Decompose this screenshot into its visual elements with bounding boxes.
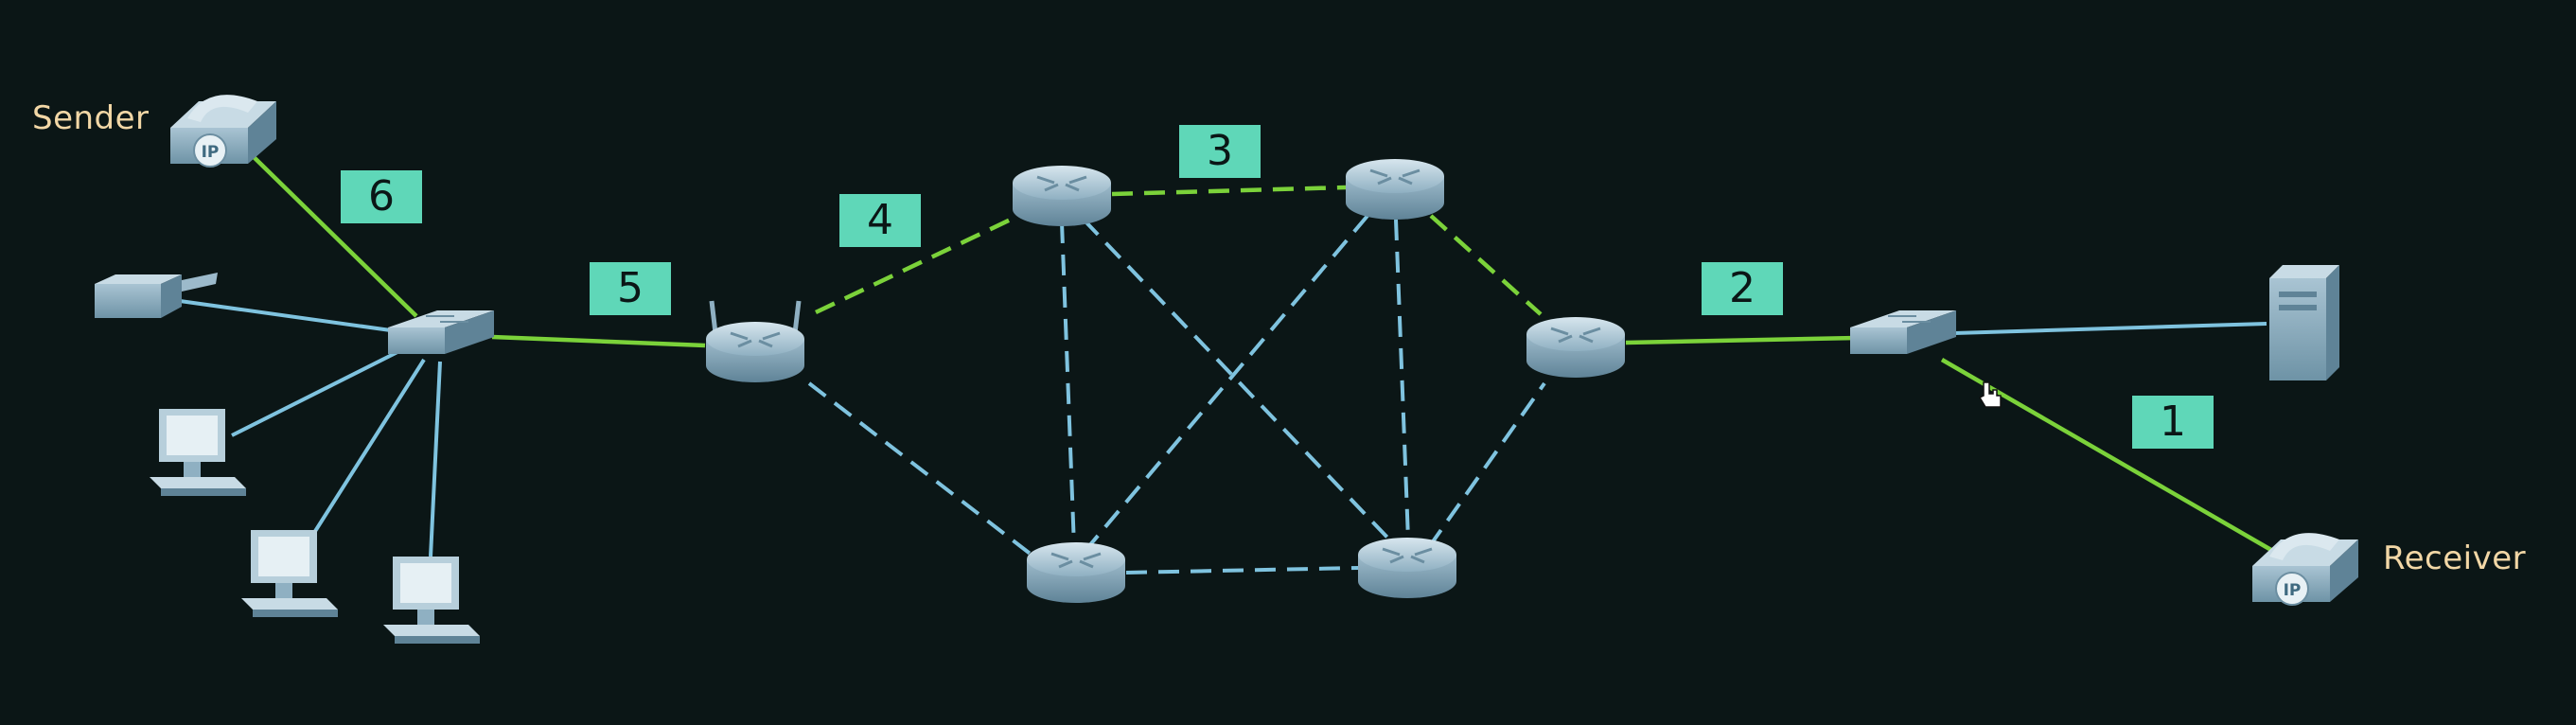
hop-label-6: 6: [341, 170, 422, 223]
hop-label-4: 4: [839, 194, 921, 247]
sender-label: Sender: [32, 99, 150, 137]
link-switch-edgeleft: [491, 334, 706, 348]
active-path: [246, 150, 2285, 558]
link-switch-server: [1953, 322, 2267, 335]
hop-label-1: 1: [2132, 396, 2214, 449]
sender-phone-icon[interactable]: IP: [170, 95, 276, 168]
receiver-phone-icon[interactable]: IP: [2252, 533, 2358, 606]
link-topright-bottomright: [1394, 219, 1410, 540]
pc-1-icon: [150, 409, 246, 496]
link-topleft-topright: [1111, 185, 1347, 197]
link-pc2-switch: [310, 358, 426, 538]
link-pc3-switch: [429, 361, 442, 557]
core-router-bottom-right-icon[interactable]: [1356, 536, 1458, 600]
core-router-bottom-left-icon[interactable]: [1025, 540, 1127, 605]
sender-ip-badge: IP: [202, 143, 220, 162]
edge-router-left-icon[interactable]: [704, 300, 806, 384]
link-bottomright-edgeright: [1427, 381, 1546, 549]
lan-links: [179, 299, 2267, 557]
link-sender-switch: [246, 150, 418, 318]
link-edgeleft-topleft: [815, 215, 1015, 315]
link-topright-bottomleft: [1086, 214, 1369, 549]
core-router-top-left-icon[interactable]: [1011, 164, 1113, 228]
link-topleft-bottomright: [1082, 218, 1393, 543]
link-switch-receiver: [1940, 358, 2285, 558]
hop-label-2: 2: [1702, 262, 1783, 315]
link-edgeleft-bottomleft: [807, 381, 1038, 560]
pc-3-icon: [383, 557, 480, 644]
receiver-ip-badge: IP: [2284, 581, 2302, 600]
core-router-top-right-icon[interactable]: [1344, 157, 1446, 221]
hop-label-3: 3: [1179, 125, 1261, 178]
link-pc1-switch: [231, 350, 398, 437]
hop-label-5: 5: [590, 262, 671, 315]
link-edgeright-switch: [1625, 335, 1858, 345]
link-bottomleft-bottomright: [1125, 566, 1360, 575]
left-switch-icon[interactable]: [388, 310, 494, 354]
hand-cursor-icon: [1978, 381, 2002, 408]
link-topright-edgeright: [1429, 214, 1543, 316]
edge-router-right-icon[interactable]: [1525, 315, 1627, 380]
right-switch-icon[interactable]: [1850, 310, 1956, 354]
link-topleft-bottomleft: [1060, 221, 1076, 548]
server-icon: [2269, 265, 2339, 380]
printer-icon: [95, 273, 218, 318]
link-printer-switch: [179, 299, 398, 333]
receiver-label: Receiver: [2383, 539, 2527, 577]
pc-2-icon: [241, 530, 338, 617]
idle-links: [807, 214, 1546, 575]
